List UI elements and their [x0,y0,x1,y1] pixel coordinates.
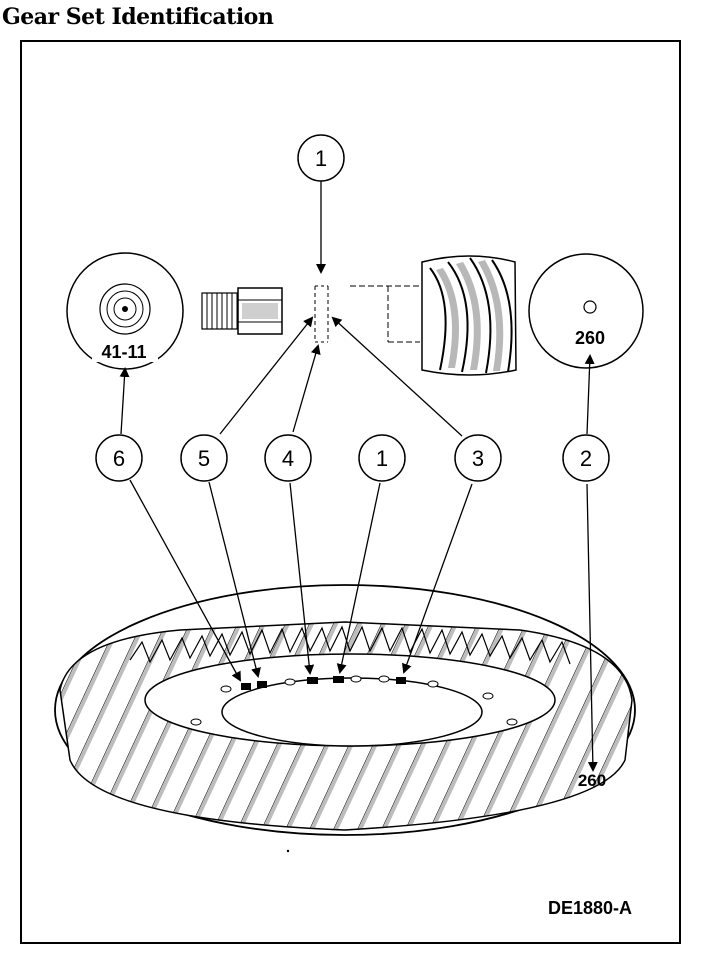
pinion-shaft [201,285,420,343]
arrow-6-up [119,367,130,435]
callout-3: 3 [454,434,502,482]
arrow-5-down [208,481,261,678]
callout-1-label: 1 [376,446,388,471]
pinion-code-right: 260 [575,328,605,348]
figure-id: DE1880-A [548,898,633,918]
callout-1: 1 [358,434,406,482]
arrow-4-up [292,344,321,433]
ring-gear-code: 260 [578,771,606,790]
diagram-title: Gear Set Identification [2,4,274,30]
callout-top-1: 1 [297,134,345,182]
callout-5-label: 5 [198,446,210,471]
arrow-2-up [584,354,595,435]
pinion-code-left: 41-11 [101,342,146,362]
callout-5: 5 [180,434,228,482]
callout-2-label: 2 [580,446,592,471]
callout-4: 4 [264,434,312,482]
arrow-3-down [402,483,473,674]
pinion-end-face-right [528,253,644,369]
callout-3-label: 3 [472,446,484,471]
diagram-frame [20,40,681,944]
pinion-gear-head [421,255,517,376]
arrow-3-up [331,316,463,437]
arrow-2-down [586,483,598,772]
speck [286,849,290,853]
callout-6-label: 6 [113,446,125,471]
callout-top-1-label: 1 [315,146,327,171]
arrow-4-down [289,482,315,675]
callout-6: 6 [95,434,143,482]
arrow-5-up [219,316,314,435]
arrow-6-down [129,479,241,682]
leader-lines [119,181,598,772]
pinion-end-face-left [66,252,184,370]
arrow-1-down [336,482,381,674]
ring-gear [54,584,636,836]
callout-4-label: 4 [282,446,294,471]
callout-2: 2 [562,434,610,482]
